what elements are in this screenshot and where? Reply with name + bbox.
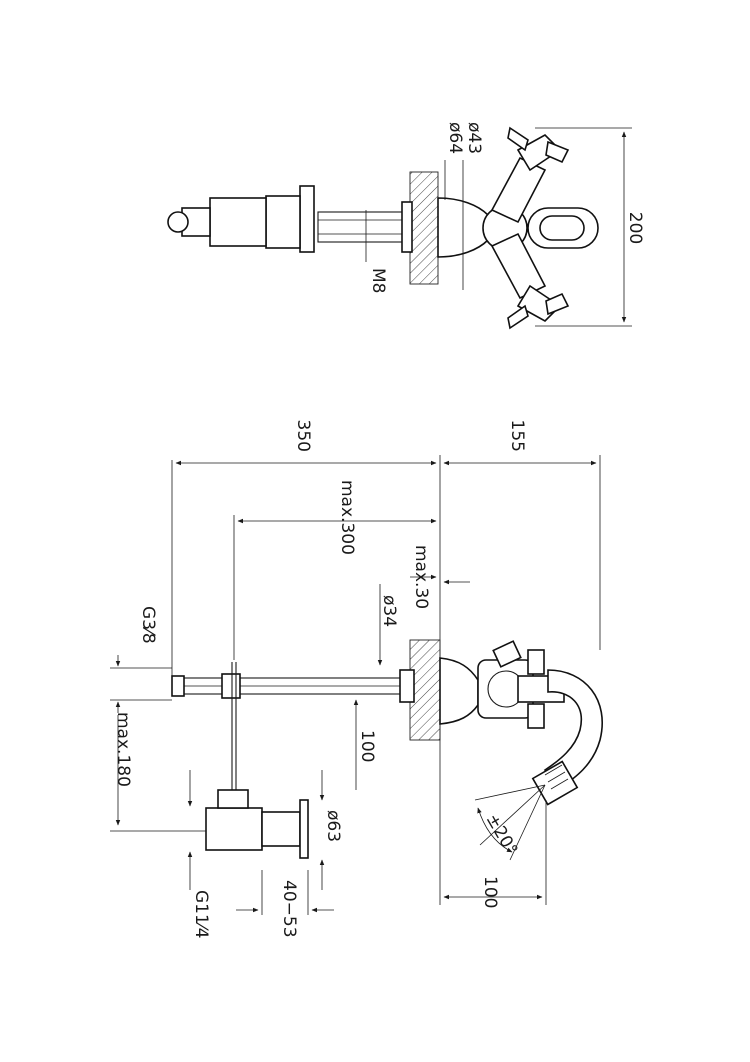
pop-up-top (217, 789, 249, 809)
dim-label-63: ø63 (323, 810, 343, 842)
fixing-nut (399, 669, 415, 703)
upper-handle-lever (507, 126, 529, 152)
dim-label-g114-frac: 1⁄4 (191, 914, 211, 938)
pop-up-lever (492, 640, 522, 668)
side-view: 350 155 max.300 max.30 ø34 (110, 420, 603, 938)
upper-handle-lever (545, 140, 570, 164)
dim-label-64: ø64 (445, 122, 465, 154)
dim-label-43: ø43 (464, 122, 484, 154)
dim-label-100-hose: 100 (357, 730, 377, 762)
dim-label-34: ø34 (379, 595, 399, 627)
pop-up-connector (261, 811, 301, 847)
dim-label-g38: G3⁄8 (138, 606, 158, 644)
connector-flange (299, 185, 315, 253)
pop-up-body-plan (209, 197, 267, 247)
deck-section (409, 639, 441, 741)
nozzle-ridge (547, 771, 566, 783)
dim-label-g114-num: G1 (191, 890, 211, 914)
spout-nozzle (531, 760, 579, 806)
top-view: 200 ø43 ø64 M (167, 122, 645, 330)
hose-plan (317, 211, 411, 243)
spout-outlet-plan (539, 215, 585, 241)
handle-lever-bottom (527, 703, 545, 729)
rod-clamp (221, 673, 241, 699)
dim-label-100-spout: 100 (480, 876, 500, 908)
deck-section (409, 171, 439, 285)
dim-label-max300: max.300 (337, 480, 357, 555)
dim-label-g114: G11⁄4 (191, 890, 211, 938)
dim-label-350: 350 (293, 420, 313, 452)
lower-handle-lever (545, 292, 570, 316)
nut-round (167, 211, 189, 233)
pop-up-body (205, 807, 263, 851)
dim-label-max180: max.180 (113, 712, 133, 787)
handle-lever-top (527, 649, 545, 675)
connector-body (265, 195, 301, 249)
pop-up-flange (299, 799, 309, 859)
dim-label-g38-frac: 3⁄8 (138, 619, 158, 643)
nozzle-ridge (550, 778, 569, 790)
dim-label-4053: 40−53 (279, 880, 299, 938)
lower-handle-arm (490, 232, 547, 300)
nozzle-ridge (544, 764, 563, 776)
dim-label-g38-num: G (138, 606, 158, 619)
angle-ray (509, 784, 546, 861)
upper-handle-arm (490, 156, 547, 224)
lower-handle-lever (507, 304, 529, 330)
fixing-washer (401, 201, 413, 253)
hose-connector (171, 675, 185, 697)
angle-ray (474, 784, 546, 801)
tap-body-side (439, 657, 479, 725)
angle-arc (477, 807, 513, 853)
dim-label-max30: max.30 (411, 545, 431, 609)
dim-label-angle: ±20° (482, 811, 522, 859)
dim-label-155: 155 (507, 420, 527, 452)
dim-label-200: 200 (625, 212, 645, 244)
dim-label-m8: M8 (368, 268, 388, 293)
